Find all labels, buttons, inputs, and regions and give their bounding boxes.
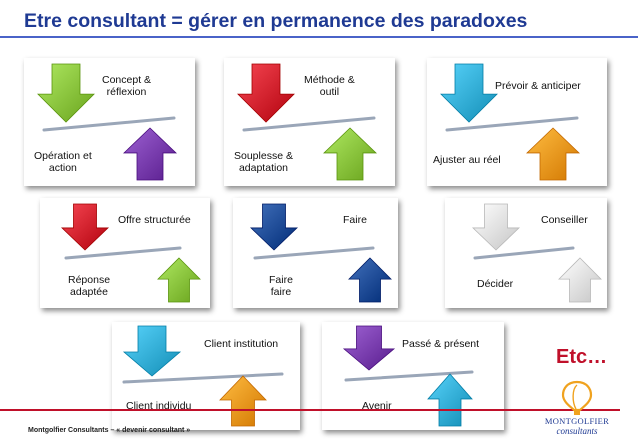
arrow-up-icon bbox=[526, 127, 580, 181]
top-label: Méthode & outil bbox=[304, 74, 355, 98]
bottom-label: Souplesse & adaptation bbox=[234, 150, 293, 174]
bottom-label: Ajuster au réel bbox=[433, 154, 501, 166]
arrow-down-icon bbox=[440, 63, 498, 123]
bottom-label: Opération et action bbox=[34, 150, 92, 174]
bottom-label: Faire faire bbox=[269, 274, 293, 298]
top-label: Offre structurée bbox=[118, 214, 191, 226]
arrow-up-icon bbox=[558, 257, 602, 303]
panel-graphic bbox=[122, 325, 284, 427]
top-label: Prévoir & anticiper bbox=[495, 80, 581, 92]
balance-bar bbox=[344, 370, 474, 382]
hot-air-balloon-icon bbox=[561, 380, 593, 415]
balance-bar bbox=[64, 246, 182, 260]
panel-graphic bbox=[237, 63, 377, 181]
arrow-down-icon bbox=[342, 325, 396, 371]
panel-graphic bbox=[37, 63, 177, 181]
etc-label: Etc… bbox=[556, 346, 608, 368]
top-label: Client institution bbox=[204, 338, 279, 350]
panel-graphic bbox=[342, 325, 474, 427]
balance-bar bbox=[242, 116, 376, 132]
logo-subtitle: consultants bbox=[556, 426, 598, 436]
panel-graphic bbox=[61, 203, 201, 303]
top-label: Conseiller bbox=[541, 214, 588, 226]
top-label: Passé & présent bbox=[402, 338, 480, 350]
montgolfier-logo: MONTGOLFIER consultants bbox=[538, 380, 616, 442]
balance-bar bbox=[42, 116, 176, 132]
panel-graphic bbox=[440, 63, 580, 181]
title-underline bbox=[0, 36, 638, 38]
panel-graphic bbox=[472, 203, 602, 303]
balance-bar bbox=[122, 372, 284, 384]
arrow-up-icon bbox=[348, 257, 392, 303]
footer-rule bbox=[0, 409, 620, 411]
arrow-up-icon bbox=[157, 257, 201, 303]
top-label: Concept & réflexion bbox=[102, 74, 152, 98]
arrow-up-icon bbox=[219, 375, 267, 427]
arrow-up-icon bbox=[123, 127, 177, 181]
balance-bar bbox=[253, 246, 375, 260]
panel-graphic bbox=[250, 203, 392, 303]
arrow-down-icon bbox=[250, 203, 298, 251]
arrow-up-icon bbox=[323, 127, 377, 181]
footer-text: Montgolfier Consultants – « devenir cons… bbox=[28, 427, 191, 434]
top-label: Faire bbox=[343, 214, 367, 226]
bottom-label: Réponse adaptée bbox=[68, 274, 111, 298]
balance-bar bbox=[445, 116, 579, 132]
arrow-down-icon bbox=[237, 63, 295, 123]
balance-bar bbox=[473, 246, 575, 260]
arrow-up-icon bbox=[427, 373, 473, 427]
page-title: Etre consultant = gérer en permanence de… bbox=[24, 10, 528, 32]
bottom-label: Décider bbox=[477, 278, 514, 290]
arrow-down-icon bbox=[37, 63, 95, 123]
arrow-down-icon bbox=[122, 325, 182, 377]
arrow-down-icon bbox=[472, 203, 520, 251]
arrow-down-icon bbox=[61, 203, 109, 251]
logo-name: MONTGOLFIER bbox=[544, 416, 610, 426]
